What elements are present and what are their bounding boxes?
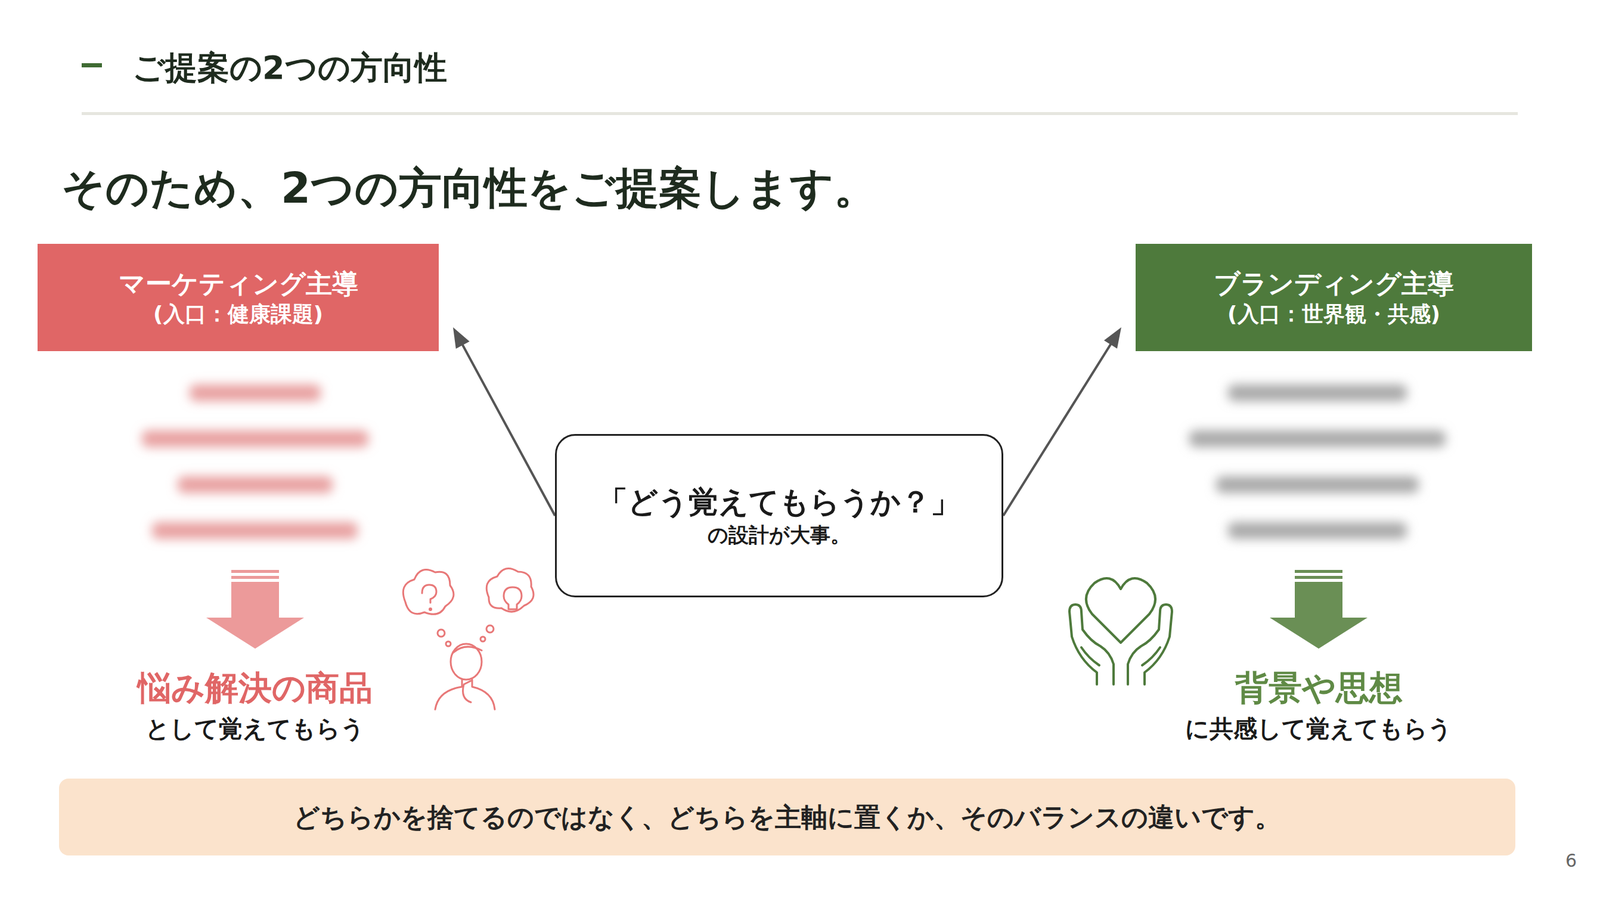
box-heading: 「どう覚えてもらうか？」: [597, 482, 961, 522]
header-dash: [81, 63, 102, 68]
box-subtext: (入口：世界観・共感): [1227, 300, 1441, 329]
result-subtext: に共感して覚えてもらう: [1185, 714, 1453, 743]
lead-heading: そのため、2つの方向性をご提案します。: [61, 162, 877, 214]
result-heading: 悩み解決の商品: [137, 667, 373, 708]
thinking-person-illustration: [402, 568, 534, 710]
summary-band: どちらかを捨てるのではなく、どちらを主軸に置くか、そのバランスの違いです。: [59, 778, 1516, 856]
box-subtext: の設計が大事。: [707, 521, 851, 548]
page-number: 6: [1565, 850, 1577, 872]
branding-box: ブランディング主導(入口：世界観・共感): [1135, 243, 1533, 352]
heart-hands-illustration: [1069, 578, 1172, 685]
connector-arrow: [1003, 327, 1122, 516]
connector-arrow: [453, 327, 555, 516]
box-subtext: (入口：健康課題): [153, 300, 324, 329]
down-arrow-left: [206, 569, 305, 649]
marketing-box: マーケティング主導(入口：健康課題): [37, 243, 439, 352]
header-rule: [81, 112, 1518, 116]
box-heading: マーケティング主導: [118, 266, 359, 301]
blurred-list-left: [141, 384, 369, 539]
center-question-box: 「どう覚えてもらうか？」の設計が大事。: [554, 433, 1004, 598]
box-heading: どちらかを捨てるのではなく、どちらを主軸に置くか、そのバランスの違いです。: [293, 800, 1282, 834]
blurred-list-right: [1189, 384, 1446, 539]
down-arrow-right: [1269, 569, 1368, 649]
box-heading: ブランディング主導: [1213, 266, 1454, 301]
result-subtext: として覚えてもらう: [145, 714, 365, 743]
slide-header: ご提案の2つの方向性: [132, 48, 448, 88]
result-heading: 背景や思想: [1235, 667, 1403, 708]
